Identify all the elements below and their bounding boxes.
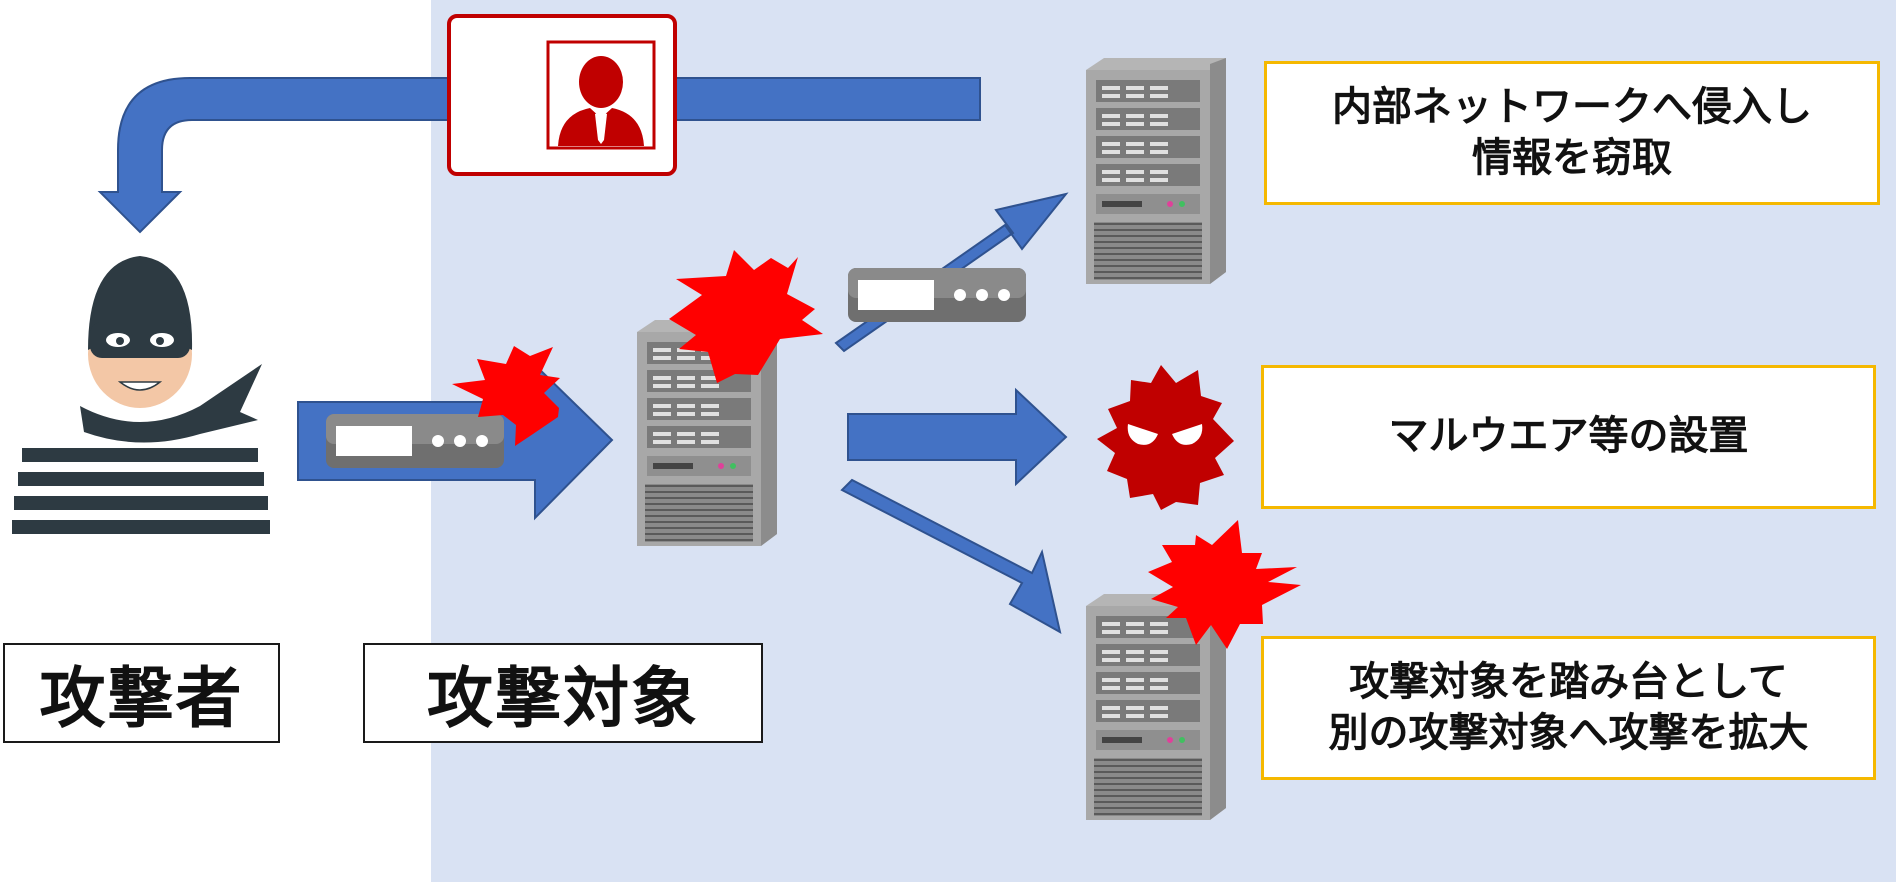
network-device-icon [848, 268, 1026, 322]
malware-outcome-box: マルウエア等の設置 [1261, 365, 1876, 509]
attacker-label: 攻撃者 [3, 643, 280, 743]
explosion-burst-icon [452, 346, 560, 446]
arrow-to-pivot-server [840, 478, 1062, 634]
server-tower-icon [1086, 58, 1226, 284]
pivot-outcome-box: 攻撃対象を踏み台として 別の攻撃対象へ攻撃を拡大 [1261, 636, 1876, 780]
explosion-burst-icon [669, 250, 823, 383]
explosion-burst-icon [1148, 520, 1301, 649]
intrusion-line-1: 内部ネットワークへ侵入し [1332, 83, 1812, 130]
thief-icon [10, 256, 272, 546]
person-silhouette-icon [546, 40, 656, 150]
malware-virus-icon [1097, 365, 1234, 510]
target-label: 攻撃対象 [363, 643, 763, 743]
intrusion-line-2: 情報を窃取 [1472, 135, 1672, 181]
pivot-line-2: 別の攻撃対象へ攻撃を拡大 [1328, 710, 1809, 756]
arrow-to-malware [847, 387, 1068, 487]
exfiltration-return-arrow [97, 77, 981, 234]
person-card [447, 14, 677, 176]
network-device-icon [326, 414, 504, 468]
intrusion-outcome-box: 内部ネットワークへ侵入し 情報を窃取 [1264, 61, 1880, 205]
pivot-line-1: 攻撃対象を踏み台として [1349, 658, 1788, 705]
